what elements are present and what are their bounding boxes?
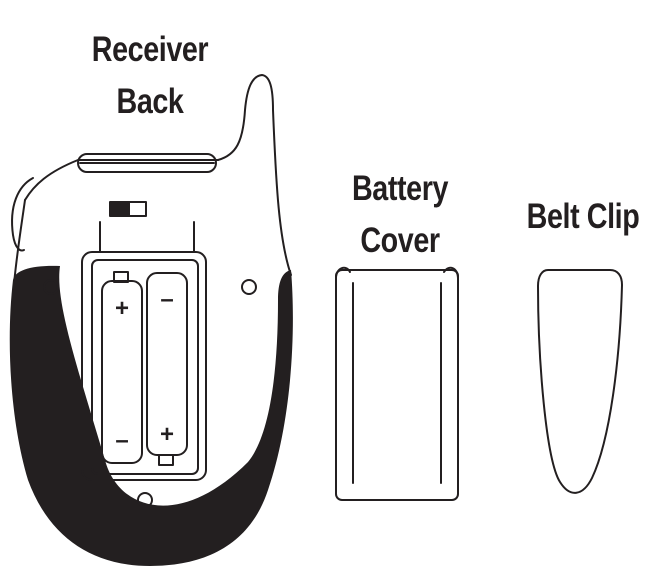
screw-hole-bottom: [137, 492, 153, 508]
receiver-body-outline: [24, 159, 219, 201]
battery-compartment: [81, 221, 207, 481]
battery-cover: [335, 266, 459, 501]
belt-clip-label: Belt Clip: [505, 191, 661, 243]
receiver-back-label: Receiver Back: [64, 24, 236, 128]
receiver-antenna: [217, 74, 292, 276]
battery-left-bottom-sign: –: [115, 427, 128, 454]
battery-cover-outline: [335, 269, 459, 501]
receiver-grip-band: [9, 265, 293, 566]
battery-cover-label-line-2: Cover: [360, 221, 440, 260]
battery-cover-label-line-1: Battery: [351, 169, 449, 208]
battery-right: – +: [146, 272, 188, 466]
receiver-back-label-line-1: Receiver: [91, 30, 209, 69]
screw-hole-right: [241, 279, 257, 295]
receiver-back-label-line-2: Back: [116, 82, 184, 121]
receiver-side-bump: [11, 177, 34, 252]
battery-left-top-sign: +: [115, 295, 129, 322]
battery-left: + –: [101, 271, 143, 464]
belt-clip-outline: [537, 269, 623, 494]
battery-right-bottom-sign: +: [160, 421, 174, 448]
battery-cover-label: Battery Cover: [322, 163, 478, 267]
screw-hole-left: [43, 279, 59, 295]
battery-right-top-sign: –: [160, 286, 173, 313]
receiver-back: + – – +: [9, 74, 293, 566]
power-switch[interactable]: [109, 201, 147, 217]
belt-clip-label-line-1: Belt Clip: [526, 197, 640, 236]
receiver-top-grille: [77, 153, 217, 173]
